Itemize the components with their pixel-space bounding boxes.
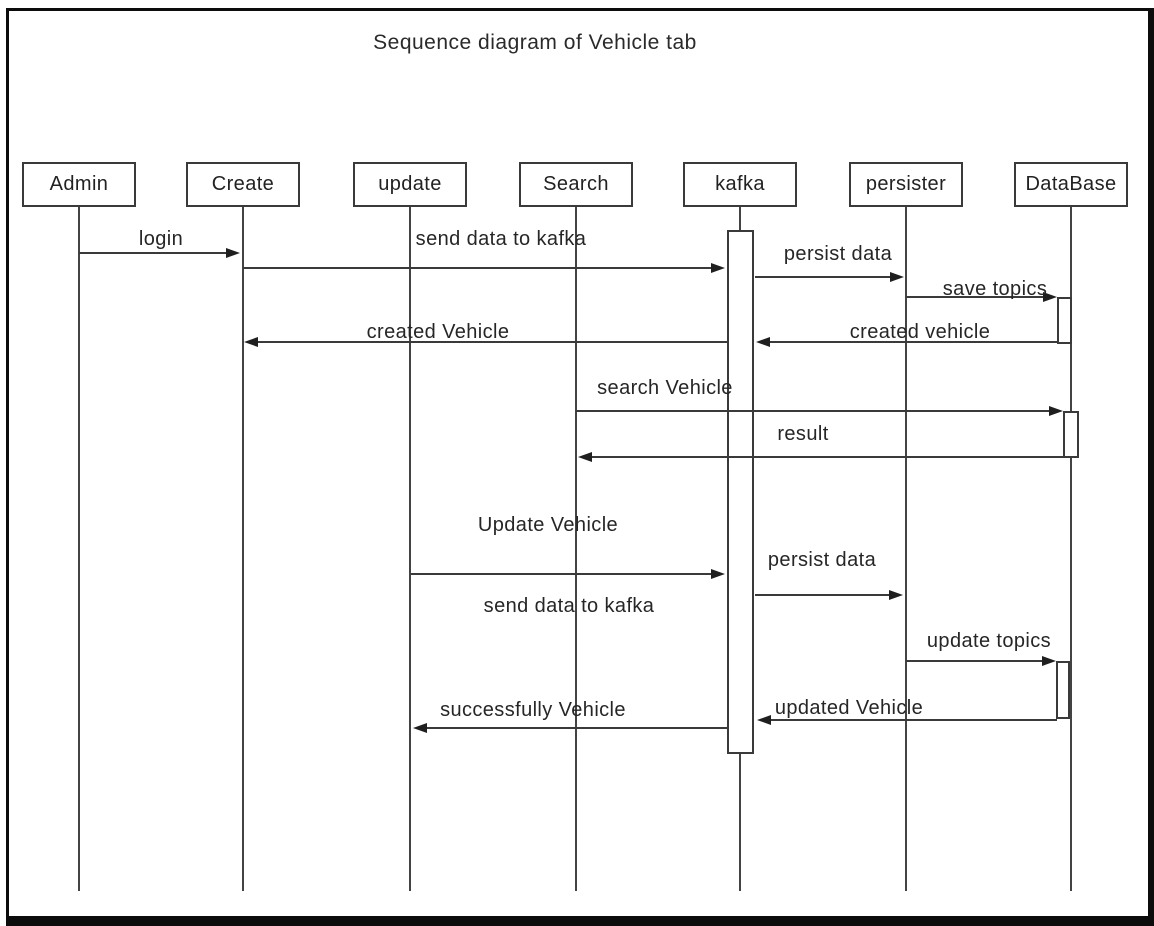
message-label-update-topics: update topics xyxy=(926,630,1052,652)
arrowhead-right-icon xyxy=(226,248,240,258)
arrow-created-vehicle-line xyxy=(769,341,1058,343)
message-label-created-vehicle: created vehicle xyxy=(849,321,991,343)
message-label-updated-vehicle: updated Vehicle xyxy=(774,697,924,719)
activation-database-1 xyxy=(1057,297,1072,344)
message-label-save-topics: save topics xyxy=(942,278,1048,300)
activation-database-2 xyxy=(1063,411,1079,458)
arrow-update-topics-line xyxy=(906,660,1043,662)
arrowhead-left-icon xyxy=(757,715,771,725)
message-label-persist-data-1: persist data xyxy=(783,243,893,265)
arrow-save-topics-line xyxy=(906,296,1044,298)
actor-label-update: update xyxy=(378,173,442,195)
arrow-successfully-line xyxy=(426,727,727,729)
arrowhead-right-icon xyxy=(1042,656,1056,666)
actor-box-search: Search xyxy=(519,162,633,207)
arrow-updated-vehicle-line xyxy=(770,719,1057,721)
actor-box-create: Create xyxy=(186,162,300,207)
actor-label-admin: Admin xyxy=(49,173,109,195)
actor-box-update: update xyxy=(353,162,467,207)
arrowhead-right-icon xyxy=(711,263,725,273)
diagram-title: Sequence diagram of Vehicle tab xyxy=(373,31,697,54)
actor-label-persister: persister xyxy=(865,173,947,195)
arrowhead-right-icon xyxy=(889,590,903,600)
actor-box-admin: Admin xyxy=(22,162,136,207)
actor-box-database: DataBase xyxy=(1014,162,1128,207)
message-label-result: result xyxy=(777,423,829,445)
arrow-login-line xyxy=(79,252,228,254)
message-label-search-vehicle: search Vehicle xyxy=(597,377,733,399)
message-label-created-vehicle-2: created Vehicle xyxy=(366,321,510,343)
actor-box-persister: persister xyxy=(849,162,963,207)
lifeline-create xyxy=(242,207,244,891)
message-label-persist-data-2: persist data xyxy=(767,549,877,571)
actor-label-kafka: kafka xyxy=(715,173,765,195)
actor-label-search: Search xyxy=(543,173,609,195)
message-label-send-data-2: send data to kafka xyxy=(483,595,655,617)
lifeline-search xyxy=(575,207,577,891)
arrowhead-right-icon xyxy=(890,272,904,282)
message-label-update-vehicle: Update Vehicle xyxy=(477,514,619,536)
diagram-border xyxy=(6,8,1154,926)
actor-box-kafka: kafka xyxy=(683,162,797,207)
arrowhead-right-icon xyxy=(1049,406,1063,416)
arrow-persist-2-line xyxy=(755,594,890,596)
activation-kafka xyxy=(727,230,754,754)
actor-label-database: DataBase xyxy=(1025,173,1117,195)
message-label-send-data-1: send data to kafka xyxy=(415,228,587,250)
arrow-search-vehicle-line xyxy=(576,410,1050,412)
arrowhead-right-icon xyxy=(1043,292,1057,302)
arrowhead-left-icon xyxy=(756,337,770,347)
arrowhead-left-icon xyxy=(578,452,592,462)
activation-database-3 xyxy=(1056,661,1070,719)
arrowhead-right-icon xyxy=(711,569,725,579)
lifeline-update xyxy=(409,207,411,891)
arrow-send-data-1-line xyxy=(243,267,712,269)
lifeline-persister xyxy=(905,207,907,891)
actor-label-create: Create xyxy=(211,173,275,195)
lifeline-admin xyxy=(78,207,80,891)
arrow-result-line xyxy=(591,456,1064,458)
lifeline-database xyxy=(1070,207,1072,891)
arrowhead-left-icon xyxy=(413,723,427,733)
arrow-update-vehicle-line xyxy=(411,573,712,575)
arrowhead-left-icon xyxy=(244,337,258,347)
message-label-login: login xyxy=(138,228,184,250)
arrow-persist-1-line xyxy=(755,276,891,278)
arrow-created-vehicle-2-line xyxy=(258,341,727,343)
message-label-successfully-vehicle: successfully Vehicle xyxy=(440,699,626,721)
